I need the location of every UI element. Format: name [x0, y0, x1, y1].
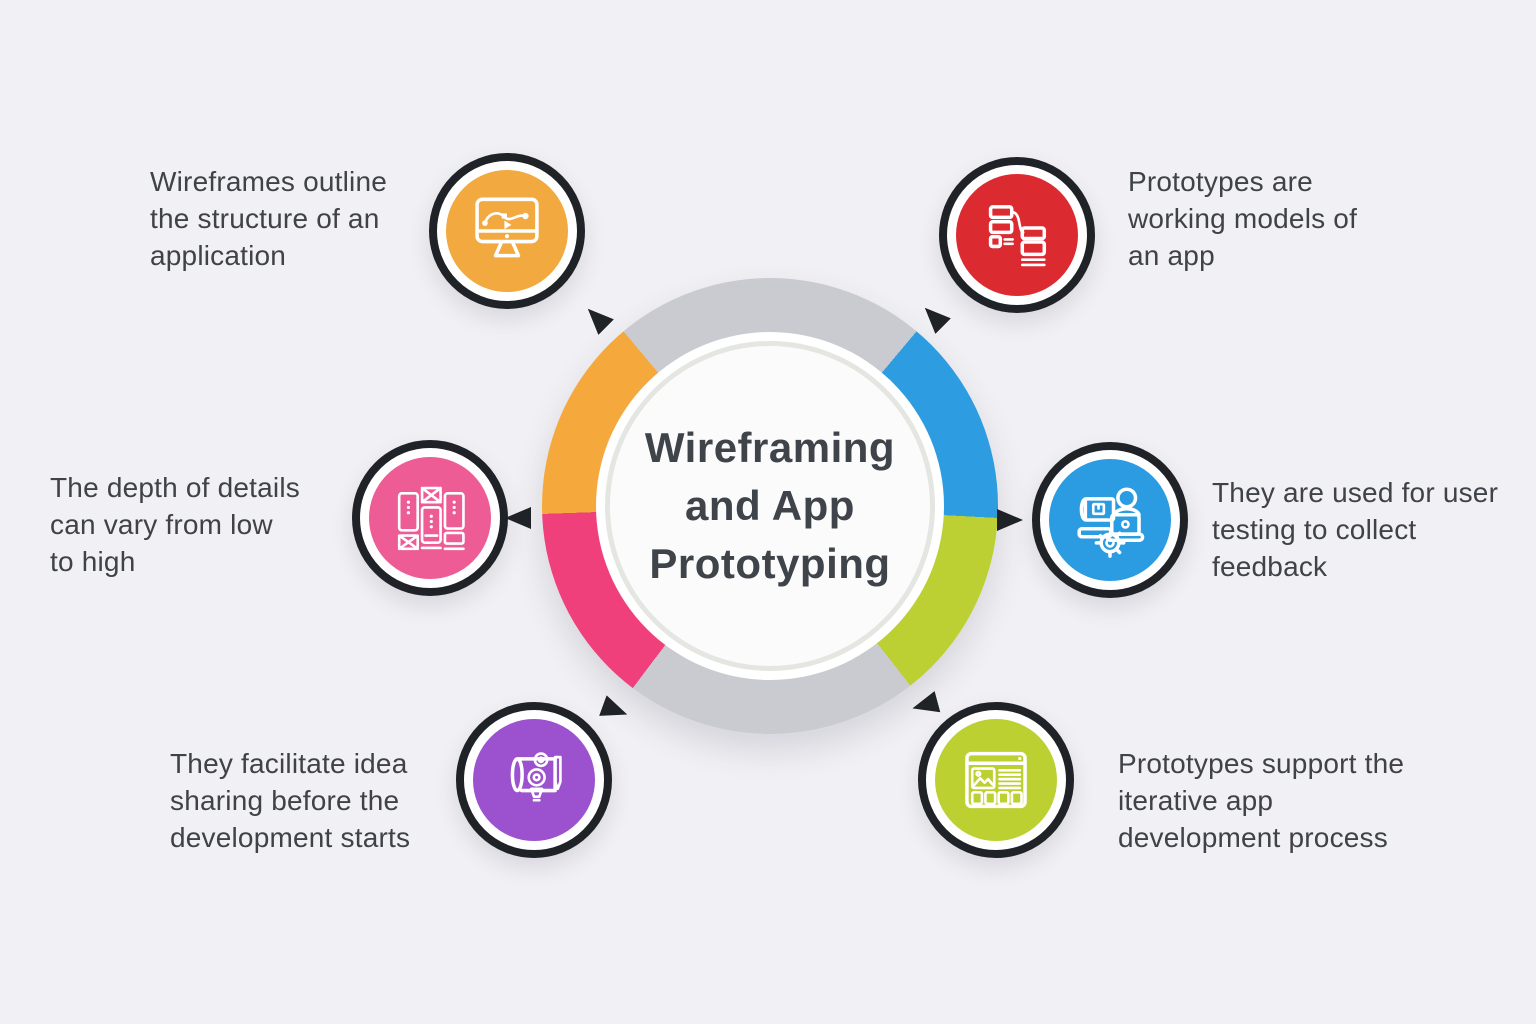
label-middle-right: They are used for user testing to collec… — [1212, 477, 1499, 582]
arrow-bottom-left-icon — [599, 695, 631, 725]
center-circle: Wireframing and App Prototyping — [605, 341, 935, 671]
center-ring: Wireframing and App Prototyping — [542, 278, 998, 734]
monitor-flow-icon — [475, 197, 539, 258]
label-top-right: Prototypes are working models of an app — [1128, 166, 1358, 271]
label-bottom-left: They facilitate idea sharing before the … — [170, 748, 411, 853]
app-wireframes-icon — [397, 486, 465, 551]
user-testing-icon — [1077, 487, 1145, 558]
badge-top-right — [939, 157, 1095, 313]
arrow-left-icon — [505, 507, 531, 529]
blueprint-idea-icon — [510, 752, 562, 802]
arrow-bottom-right-icon — [910, 691, 941, 719]
flowchart-icon — [988, 205, 1047, 267]
label-bottom-right: Prototypes support the iterative app dev… — [1118, 748, 1405, 853]
badge-middle-left — [352, 440, 508, 596]
badge-bottom-left — [456, 702, 612, 858]
arrow-top-left-icon — [580, 301, 614, 335]
label-middle-left: The depth of details can vary from low t… — [50, 472, 300, 577]
label-top-left: Wireframes outline the structure of an a… — [150, 166, 388, 271]
badge-top-left — [429, 153, 585, 309]
badge-bottom-right — [918, 702, 1074, 858]
arrow-top-right-icon — [917, 300, 951, 334]
webpage-layout-icon — [965, 751, 1027, 809]
badge-middle-right — [1032, 442, 1188, 598]
arrow-right-icon — [997, 509, 1023, 531]
center-title: Wireframing and App Prototyping — [644, 424, 896, 587]
